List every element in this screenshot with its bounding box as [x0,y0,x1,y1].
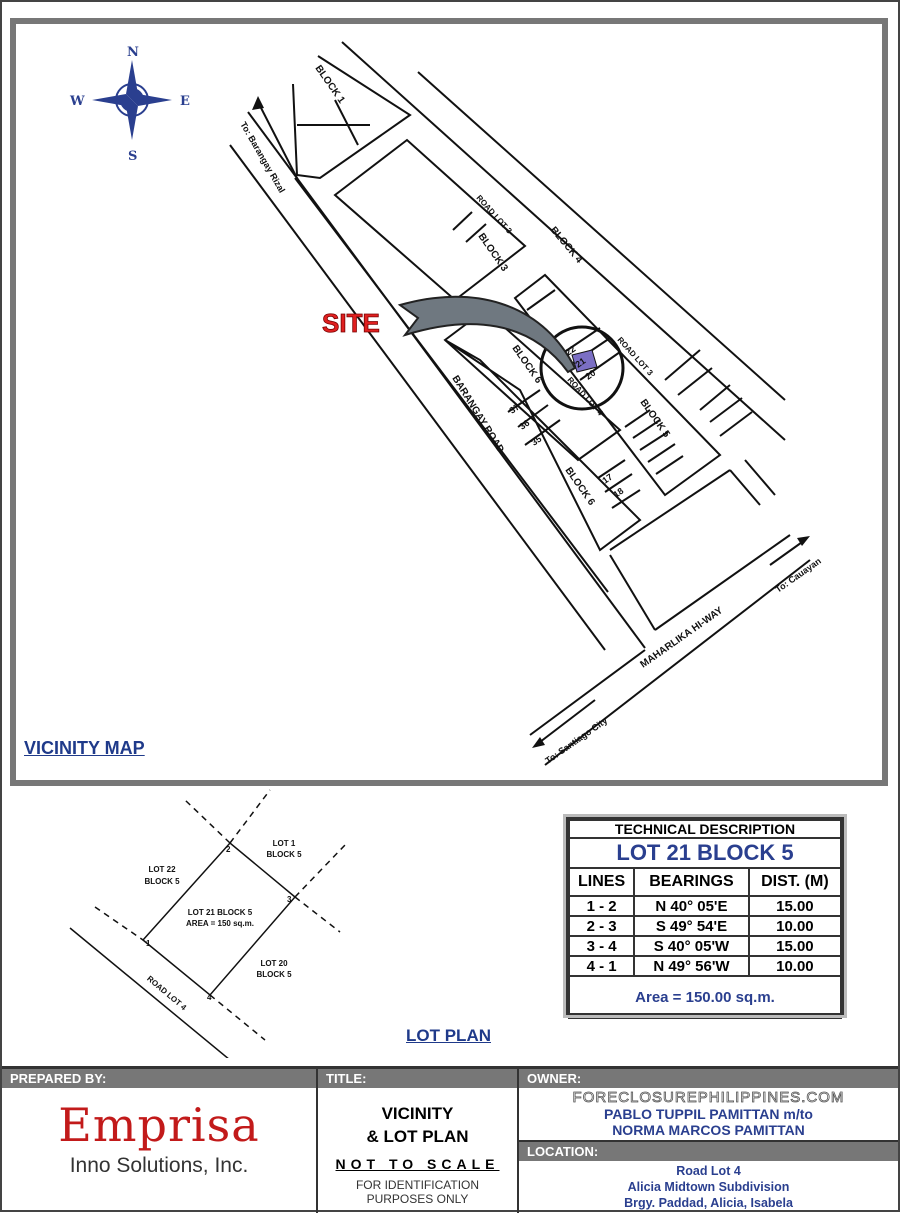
company-subtitle: Inno Solutions, Inc. [69,1154,249,1177]
lot-plan-title: LOT PLAN [406,1026,491,1045]
lot-35-label: 35 [529,434,543,448]
corner-2: 2 [226,845,231,854]
site-label: SITE [322,308,380,338]
watermark: FORECLOSUREPHILIPPINES.COM [572,1089,845,1107]
compass-rose-icon [92,60,172,140]
lot-20-label: 20 [583,368,597,382]
col-dist: DIST. (M) [747,867,843,897]
technical-description-table: TECHNICAL DESCRIPTION LOT 21 BLOCK 5 LIN… [563,814,847,1019]
dist-cell: 10.00 [747,915,843,937]
bearing-cell: N 49° 56'W [633,955,750,977]
block-1-label: BLOCK 1 [313,63,347,106]
title-header: TITLE: [318,1069,517,1088]
corner-4: 4 [207,993,212,1002]
col-lines: LINES [567,867,636,897]
location-line-3: Brgy. Paddad, Alicia, Isabela [624,1196,793,1210]
site-lot-highlight [571,349,598,373]
owner-line-2: NORMA MARCOS PAMITTAN [612,1122,805,1138]
barangay-road-label: BARANGAY ROAD [449,374,505,455]
compass-s: S [128,149,137,164]
to-santiago-label: To: Santiago City [543,715,609,765]
vicinity-map-title: VICINITY MAP [24,738,145,758]
lot-17-label: 17 [600,472,614,486]
owner-header: OWNER: [519,1069,898,1088]
block-4-label: BLOCK 4 [548,225,585,266]
lot20-block-label: BLOCK 5 [256,970,292,979]
title-block: PREPARED BY: Emprisa Inno Solutions, Inc… [2,1066,898,1213]
bearing-cell: N 40° 05'E [633,895,750,917]
block-6-label-1: BLOCK 6 [510,343,544,386]
arrow-santiago-icon [532,737,545,748]
block-3-label: BLOCK 3 [476,231,510,274]
corner-3: 3 [287,895,292,904]
lot-22-label: 22 [563,344,577,358]
corner-1: 1 [146,939,151,948]
line-cell: 1 - 2 [567,895,636,917]
line-cell: 4 - 1 [567,955,636,977]
road-lot-4-label: ROAD LOT 4 [566,375,605,417]
lot22-label: LOT 22 [148,865,176,874]
bearing-cell: S 49° 54'E [633,915,750,937]
compass-e: E [180,94,190,109]
lot-plan-diagram: LOT 21 BLOCK 5 AREA = 150 sq.m. LOT 1 BL… [69,789,346,1058]
line-cell: 3 - 4 [567,935,636,957]
location-header: LOCATION: [519,1140,898,1161]
title-line-1: VICINITY [381,1104,454,1123]
vicinity-map: N S W E SITE To: Barangay Rizal BARANGAY… [69,41,823,766]
lot-plan-area-label: AREA = 150 sq.m. [186,919,254,928]
dist-cell: 10.00 [747,955,843,977]
arrow-rizal-icon [252,96,264,110]
owner-line-1: PABLO TUPPIL PAMITTAN m/to [604,1106,813,1122]
bearing-cell: S 40° 05'W [633,935,750,957]
lot1-block-label: BLOCK 5 [266,850,302,859]
not-to-scale: NOT TO SCALE [335,1156,500,1172]
dist-cell: 15.00 [747,895,843,917]
compass-n: N [127,45,139,60]
dist-cell: 15.00 [747,935,843,957]
td-area: Area = 150.00 sq.m. [568,975,842,1019]
to-cauayan-label: To: Cauayan [773,556,822,595]
lot-37-label: 37 [507,402,521,416]
col-bearings: BEARINGS [633,867,750,897]
lot-18-label: 18 [611,486,625,500]
lot-21-label: 21 [573,356,587,370]
lot1-label: LOT 1 [273,839,296,848]
td-title: TECHNICAL DESCRIPTION [568,819,842,839]
lot20-label: LOT 20 [260,959,288,968]
road-lot-4-plan-label: ROAD LOT 4 [145,974,188,1012]
note-line-2: PURPOSES ONLY [366,1192,469,1206]
vicinity-map-panel: N S W E SITE To: Barangay Rizal BARANGAY… [10,18,888,786]
lot-36-label: 36 [517,418,531,432]
location-line-2: Alicia Midtown Subdivision [627,1180,790,1194]
block-5-label: BLOCK 5 [638,397,672,440]
td-lot: LOT 21 BLOCK 5 [568,837,842,869]
line-cell: 2 - 3 [567,915,636,937]
site-arrow-icon [397,295,577,374]
note-line-1: FOR IDENTIFICATION [355,1178,480,1192]
lot-plan-lot-label: LOT 21 BLOCK 5 [188,908,253,917]
lot22-block-label: BLOCK 5 [144,877,180,886]
location-line-1: Road Lot 4 [676,1164,741,1178]
title-line-2: & LOT PLAN [366,1127,469,1146]
site-circle [539,325,625,411]
arrow-cauayan-icon [797,536,810,546]
prepared-by-header: PREPARED BY: [2,1069,316,1088]
company-logo: Emprisa [58,1098,260,1152]
highway-label: MAHARLIKA HI-WAY [638,605,725,670]
compass-w: W [69,94,85,109]
